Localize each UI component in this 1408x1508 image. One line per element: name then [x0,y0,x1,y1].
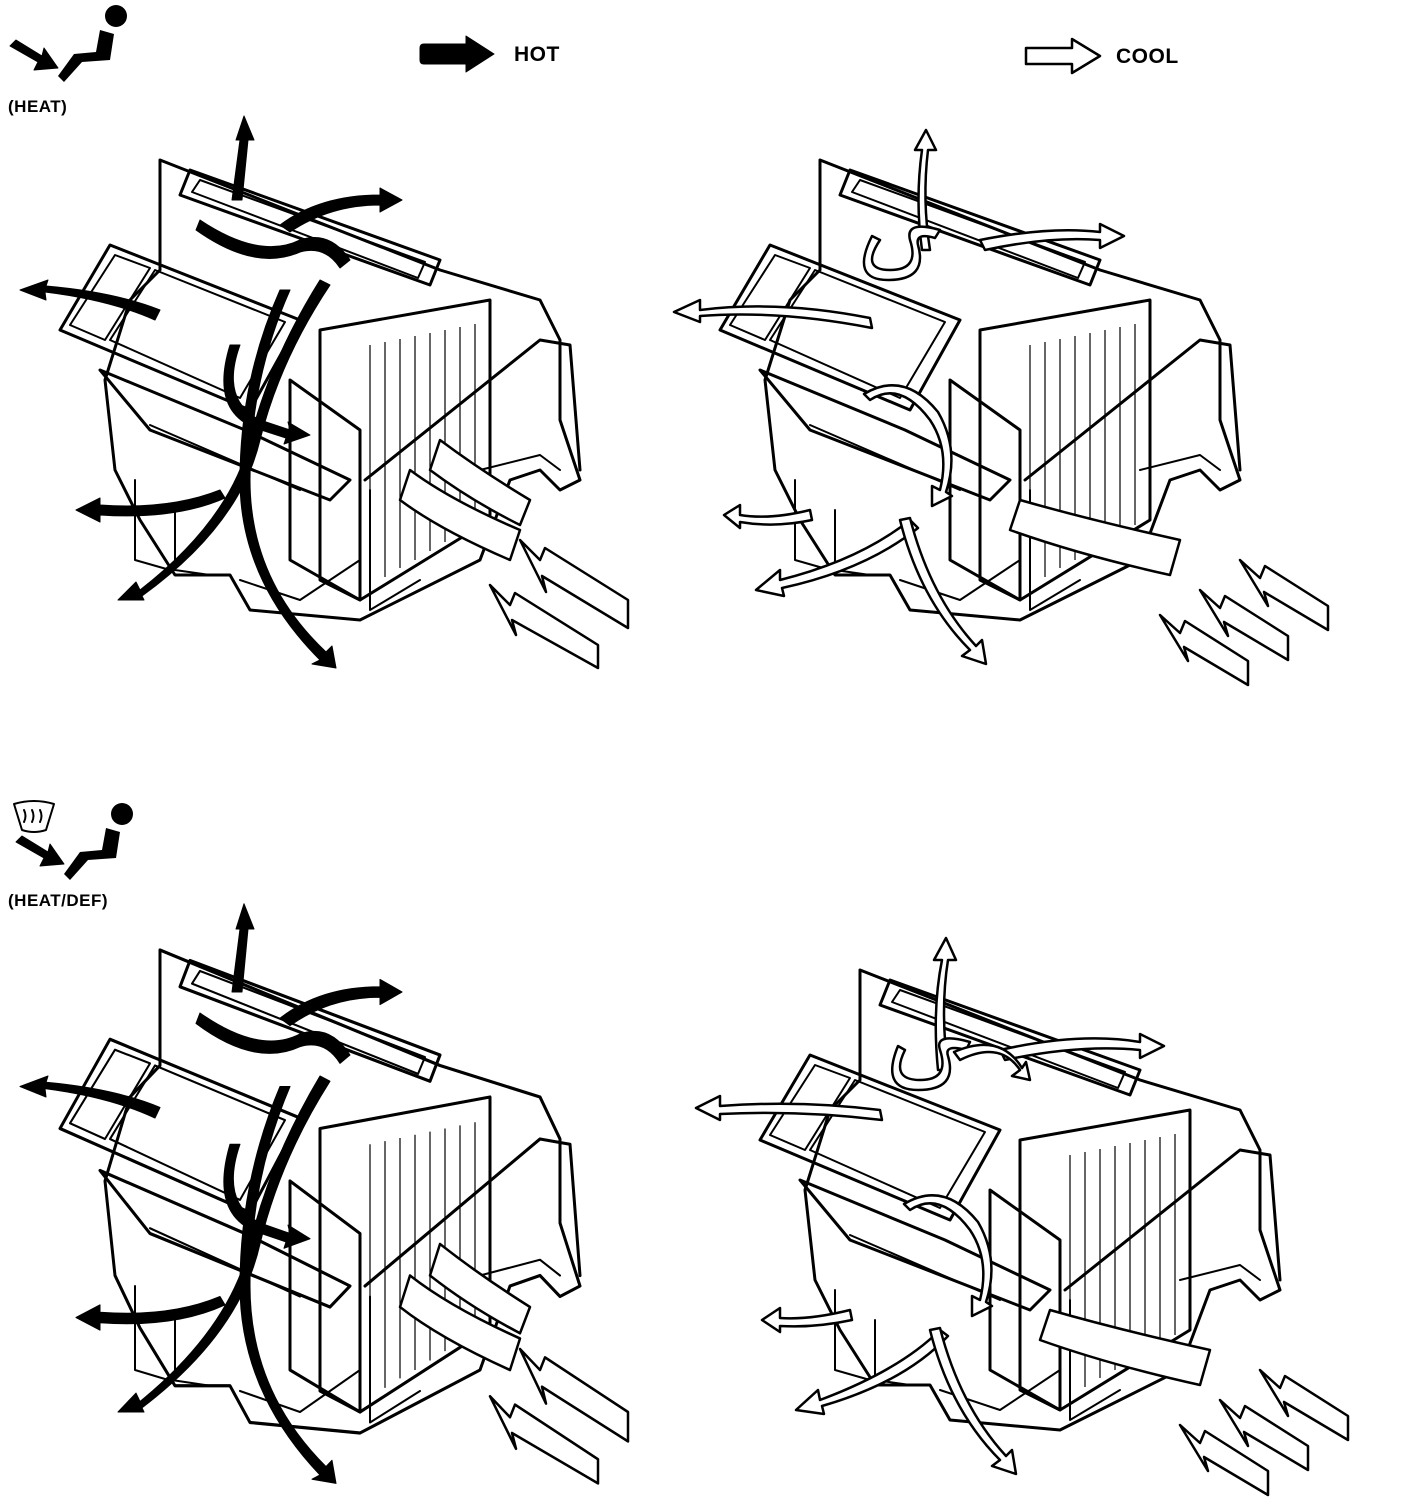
hot-legend-label: HOT [514,43,560,66]
seated-person-icon [58,5,127,82]
seated-person-icon [64,803,133,880]
heat-mode-label: (HEAT) [8,97,68,116]
heater-unit-heat-def-cool [694,936,1350,1497]
defroster-icon [13,800,55,833]
heater-unit-heat-hot [19,115,630,670]
heat-def-mode-label: (HEAT/DEF) [8,891,109,910]
hot-arrow-icon [419,35,495,73]
vent-arrow-icon [15,835,65,867]
heater-unit-heat-cool [672,128,1330,687]
heater-unit-heat-def-hot [19,903,630,1485]
cool-arrow-icon [1024,37,1102,75]
vent-arrow-icon [9,39,59,71]
cool-legend-label: COOL [1116,45,1179,68]
